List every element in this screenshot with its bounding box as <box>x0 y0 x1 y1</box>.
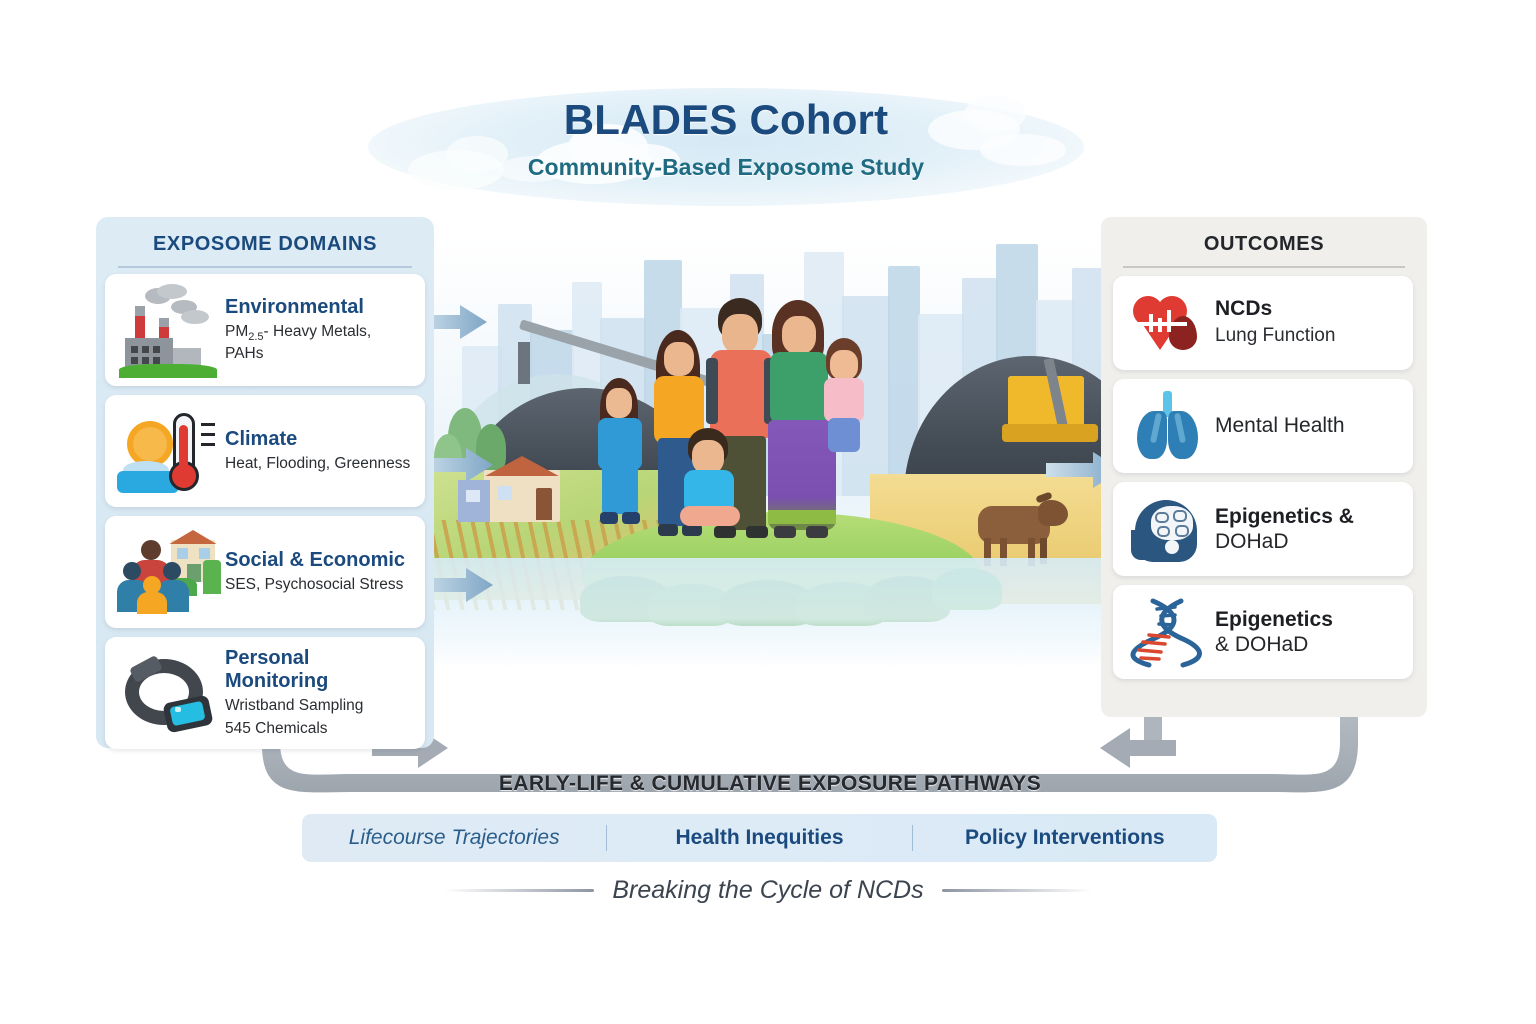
outcome-title-2: DOHaD <box>1215 529 1289 553</box>
domain-subtitle: Heat, Flooding, Greenness <box>225 455 411 473</box>
theme-policy-interventions[interactable]: Policy Interventions <box>965 826 1165 849</box>
outcome-title: NCDs <box>1215 297 1273 321</box>
brain-head-icon <box>1125 492 1211 566</box>
domain-card-social-economic[interactable]: Social & Economic SES, Psychosocial Stre… <box>105 516 425 628</box>
theme-divider <box>911 825 913 851</box>
title-cloud-banner <box>368 88 1084 206</box>
water-reflection <box>432 558 1112 668</box>
dna-helix-svg <box>1130 598 1202 668</box>
outcome-card-epigenetics-dohad-dna[interactable]: Epigenetics & DOHaD <box>1113 585 1413 679</box>
pathway-label: EARLY-LIFE & CUMULATIVE EXPOSURE PATHWAY… <box>498 772 1042 795</box>
wristband-icon <box>117 647 221 739</box>
domain-subtitle: PM2.5- Heavy Metals, PAHs <box>225 323 372 363</box>
domain-subtitle-2: 545 Chemicals <box>225 720 328 737</box>
factory-icon <box>117 284 221 378</box>
page-title: BLADES Cohort <box>563 96 889 143</box>
domain-subtitle: SES, Psychosocial Stress <box>225 576 404 594</box>
domain-title: Environmental <box>225 296 364 318</box>
domain-subtitle: Wristband Sampling <box>225 697 364 715</box>
heart-icon <box>1125 286 1211 360</box>
tagline-rule-right <box>941 889 1092 892</box>
heading-divider <box>118 266 412 268</box>
exposome-domains-panel: EXPOSOME DOMAINS <box>96 217 434 749</box>
outcome-title-2: & DOHaD <box>1215 632 1309 656</box>
heading-divider <box>1123 266 1405 268</box>
domain-title: Social & Economic <box>225 549 406 572</box>
tagline-group: Breaking the Cycle of NCDs <box>368 876 1168 905</box>
domain-title: Personal Monitoring <box>225 647 329 693</box>
outcomes-panel: OUTCOMES NCDs Lung Function <box>1101 217 1427 717</box>
central-illustration <box>432 238 1112 668</box>
outcome-card-epigenetics-dohad-brain[interactable]: Epigenetics & DOHaD <box>1113 482 1413 576</box>
outcome-title: Epigenetics <box>1215 608 1333 632</box>
page-subtitle: Community-Based Exposome Study <box>527 154 925 180</box>
dna-icon <box>1125 595 1211 669</box>
domain-card-climate[interactable]: Climate Heat, Flooding, Greenness <box>105 395 425 507</box>
theme-health-inequities[interactable]: Health Inequities <box>675 826 844 849</box>
domain-card-personal-monitoring[interactable]: Personal Monitoring Wristband Sampling 5… <box>105 637 425 749</box>
outcome-subtitle: Lung Function <box>1215 325 1336 347</box>
community-icon <box>117 526 221 618</box>
outcomes-heading: OUTCOMES <box>1203 233 1325 255</box>
outcome-card-mental-health[interactable]: Mental Health <box>1113 379 1413 473</box>
lungs-icon <box>1125 389 1211 463</box>
exposome-domains-heading: EXPOSOME DOMAINS <box>152 233 378 255</box>
outcome-title: Mental Health <box>1215 414 1345 437</box>
tagline: Breaking the Cycle of NCDs <box>612 876 924 904</box>
domain-card-environmental[interactable]: Environmental PM2.5- Heavy Metals, PAHs <box>105 274 425 386</box>
climate-icon <box>117 405 221 497</box>
tagline-rule-left <box>444 889 595 892</box>
theme-divider <box>606 825 608 851</box>
theme-lifecourse-trajectories[interactable]: Lifecourse Trajectories <box>348 826 560 849</box>
outcome-card-ncds[interactable]: NCDs Lung Function <box>1113 276 1413 370</box>
outcome-title: Epigenetics & <box>1215 505 1354 529</box>
domain-title: Climate <box>225 428 298 451</box>
themes-bar: Lifecourse Trajectories Health Inequitie… <box>302 814 1217 862</box>
